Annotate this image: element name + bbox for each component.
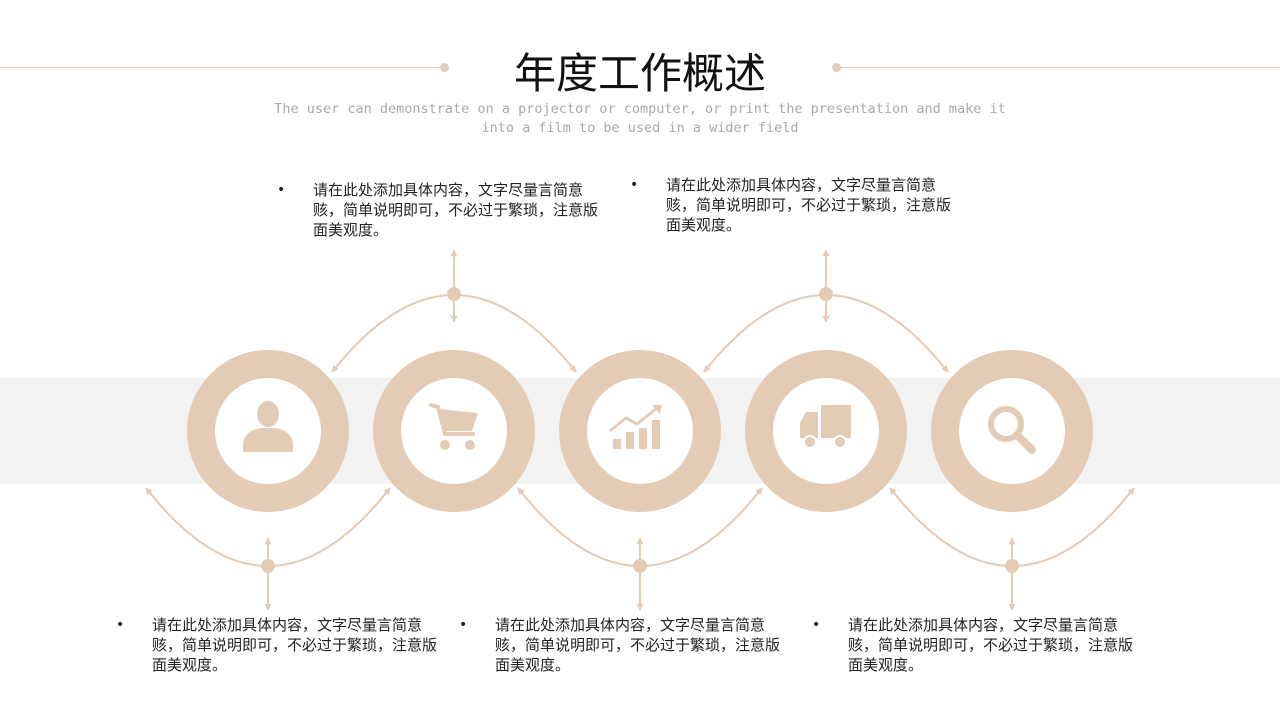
step-ring-3 xyxy=(559,350,721,512)
growth-chart-icon xyxy=(609,405,662,449)
title-line-right xyxy=(837,67,1280,68)
step-description: 请在此处添加具体内容，文字尽量言简意赅，简单说明即可，不必过于繁琐，注意版面美观… xyxy=(666,176,952,234)
bullet: • xyxy=(630,177,639,193)
step-ring-2 xyxy=(373,350,535,512)
connector-top-1 xyxy=(331,249,577,373)
bullet: • xyxy=(812,617,821,633)
step-text-2: • 请在此处添加具体内容，文字尽量言简意赅，简单说明即可，不必过于繁琐，注意版面… xyxy=(277,180,598,240)
step-text-4: • 请在此处添加具体内容，文字尽量言简意赅，简单说明即可，不必过于繁琐，注意版面… xyxy=(630,175,951,235)
title-dot-right xyxy=(832,63,841,72)
title-dot-left xyxy=(440,63,449,72)
bullet: • xyxy=(277,182,286,198)
page-title: 年度工作概述 xyxy=(513,49,766,98)
bullet: • xyxy=(459,617,468,633)
step-ring-4 xyxy=(745,350,907,512)
connector-bottom-2 xyxy=(517,487,763,611)
step-description: 请在此处添加具体内容，文字尽量言简意赅，简单说明即可，不必过于繁琐，注意版面美观… xyxy=(313,181,599,239)
step-text-5: • 请在此处添加具体内容，文字尽量言简意赅，简单说明即可，不必过于繁琐，注意版面… xyxy=(812,615,1133,675)
step-ring-5 xyxy=(931,350,1093,512)
connector-bottom-1 xyxy=(145,487,391,611)
step-description: 请在此处添加具体内容，文字尽量言简意赅，简单说明即可，不必过于繁琐，注意版面美观… xyxy=(495,616,781,674)
person-icon xyxy=(243,401,293,452)
step-ring-1 xyxy=(187,350,349,512)
step-text-3: • 请在此处添加具体内容，文字尽量言简意赅，简单说明即可，不必过于繁琐，注意版面… xyxy=(459,615,780,675)
connector-top-2 xyxy=(703,249,949,373)
step-description: 请在此处添加具体内容，文字尽量言简意赅，简单说明即可，不必过于繁琐，注意版面美观… xyxy=(848,616,1134,674)
page-subtitle: The user can demonstrate on a projector … xyxy=(274,101,1006,136)
step-text-1: • 请在此处添加具体内容，文字尽量言简意赅，简单说明即可，不必过于繁琐，注意版面… xyxy=(116,615,437,675)
title-line-left xyxy=(0,67,444,68)
connector-bottom-3 xyxy=(889,487,1135,611)
delivery-truck-icon xyxy=(800,405,851,449)
bullet: • xyxy=(116,617,125,633)
step-description: 请在此处添加具体内容，文字尽量言简意赅，简单说明即可，不必过于繁琐，注意版面美观… xyxy=(152,616,438,674)
search-icon xyxy=(988,406,1036,454)
shopping-cart-icon xyxy=(429,403,478,450)
